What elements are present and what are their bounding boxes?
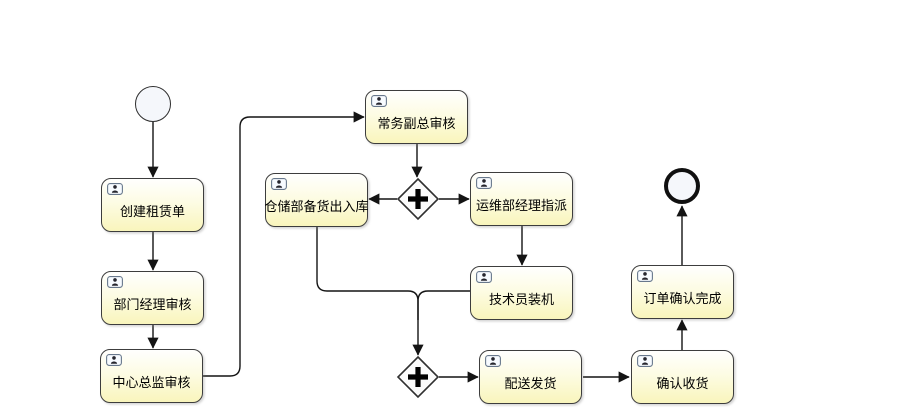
user-icon <box>637 270 653 282</box>
task-ops-manager-assign[interactable]: 运维部经理指派 <box>470 172 573 226</box>
flow-warehouse-to-gateway2 <box>316 227 424 356</box>
user-icon <box>107 276 123 288</box>
task-technician-install[interactable]: 技术员装机 <box>470 266 573 320</box>
task-label: 配送发货 <box>504 375 557 391</box>
user-icon <box>637 355 653 367</box>
parallel-gateway-2[interactable] <box>395 354 441 400</box>
user-icon <box>107 183 123 195</box>
user-icon <box>485 355 501 367</box>
plus-icon <box>408 367 428 387</box>
start-event[interactable] <box>135 86 171 122</box>
plus-icon <box>408 189 428 209</box>
task-order-confirm-complete[interactable]: 订单确认完成 <box>631 265 734 319</box>
user-icon <box>371 95 387 107</box>
task-evp-review[interactable]: 常务副总审核 <box>365 90 468 144</box>
task-label: 部门经理审核 <box>113 296 192 312</box>
flow-director-to-evp <box>203 111 365 377</box>
task-label: 确认收货 <box>656 375 709 391</box>
task-label: 中心总监审核 <box>112 374 191 390</box>
user-icon <box>106 354 122 366</box>
user-icon <box>476 177 492 189</box>
flow-technician-to-gateway2 <box>417 290 470 320</box>
task-label: 技术员装机 <box>488 291 554 307</box>
task-delivery-ship[interactable]: 配送发货 <box>479 350 582 404</box>
task-warehouse-stock-in-out[interactable]: 仓储部备货出入库 <box>264 173 369 227</box>
task-dept-manager-review[interactable]: 部门经理审核 <box>101 271 204 325</box>
parallel-gateway-1[interactable] <box>395 176 441 222</box>
end-event[interactable] <box>664 168 700 204</box>
task-create-rental-order[interactable]: 创建租赁单 <box>101 178 204 232</box>
task-label: 运维部经理指派 <box>475 197 567 213</box>
user-icon <box>271 178 287 190</box>
task-label: 仓储部备货出入库 <box>264 198 369 214</box>
task-center-director-review[interactable]: 中心总监审核 <box>100 349 203 403</box>
task-label: 常务副总审核 <box>377 115 456 131</box>
task-label: 创建租赁单 <box>119 203 185 219</box>
user-icon <box>476 271 492 283</box>
task-label: 订单确认完成 <box>643 290 722 306</box>
task-confirm-receipt[interactable]: 确认收货 <box>631 350 734 404</box>
